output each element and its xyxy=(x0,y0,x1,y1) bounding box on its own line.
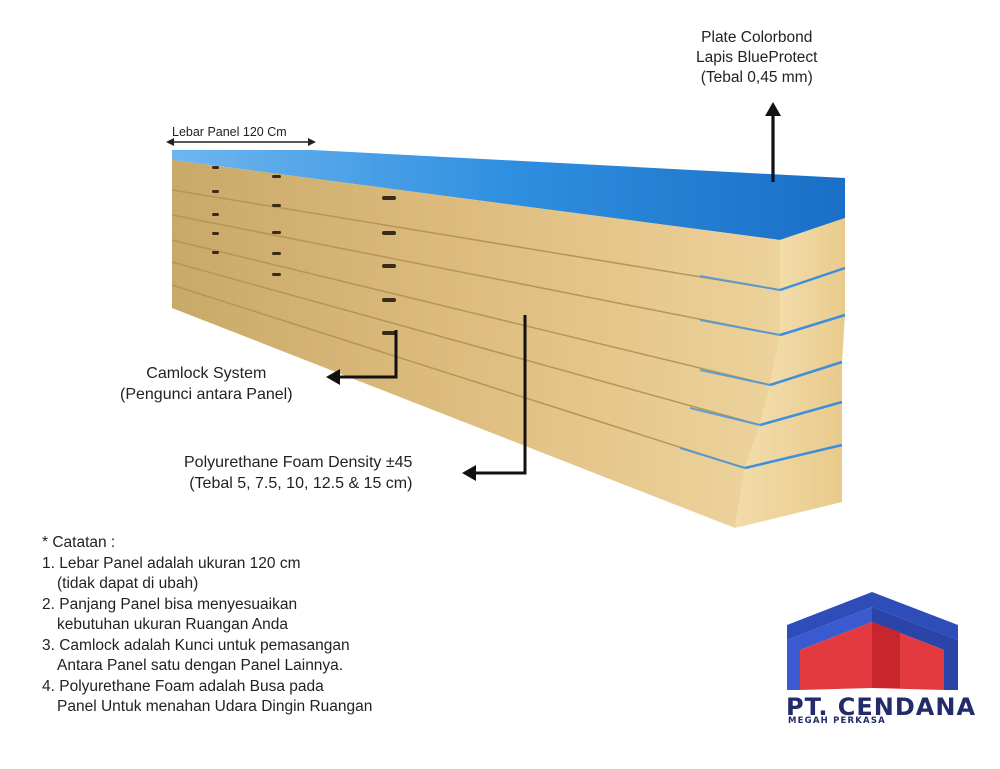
notes-title: * Catatan : xyxy=(42,534,116,551)
note-item: (tidak dapat di ubah) xyxy=(57,575,199,592)
company-name: PT. CENDANA xyxy=(786,693,977,721)
panel-width-label: Lebar Panel 120 Cm xyxy=(172,125,287,139)
plate-pointer-arrow xyxy=(765,102,781,182)
width-dimension-arrow xyxy=(166,138,316,146)
panel-layers xyxy=(171,160,781,528)
note-item: 2. Panjang Panel bisa menyesuaikan xyxy=(42,595,298,613)
camlock-system-label: Camlock System (Pengunci antara Panel) xyxy=(120,365,293,403)
camlock-slots xyxy=(212,166,396,335)
company-logo-mark xyxy=(787,592,958,690)
company-tagline: MEGAH PERKASA xyxy=(788,716,886,726)
note-item: 4. Polyurethane Foam adalah Busa pada xyxy=(42,677,324,695)
plate-colorbond-label: Plate Colorbond Lapis BlueProtect (Tebal… xyxy=(696,29,818,86)
notes-section: * Catatan : 1. Lebar Panel adalah ukuran… xyxy=(42,533,482,718)
top-plate-colorbond xyxy=(172,150,845,240)
note-item: 1. Lebar Panel adalah ukuran 120 cm xyxy=(42,554,301,572)
polyurethane-foam-label: Polyurethane Foam Density ±45 (Tebal 5, … xyxy=(184,454,413,492)
note-item: Antara Panel satu dengan Panel Lainnya. xyxy=(57,657,344,674)
panel-ends xyxy=(735,218,846,528)
foam-pointer-arrow xyxy=(462,315,527,481)
note-item: kebutuhan ukuran Ruangan Anda xyxy=(57,616,288,633)
note-item: Panel Untuk menahan Udara Dingin Ruangan xyxy=(57,698,373,715)
note-item: 3. Camlock adalah Kunci untuk pemasangan xyxy=(42,636,350,654)
camlock-pointer-arrow xyxy=(326,330,398,385)
